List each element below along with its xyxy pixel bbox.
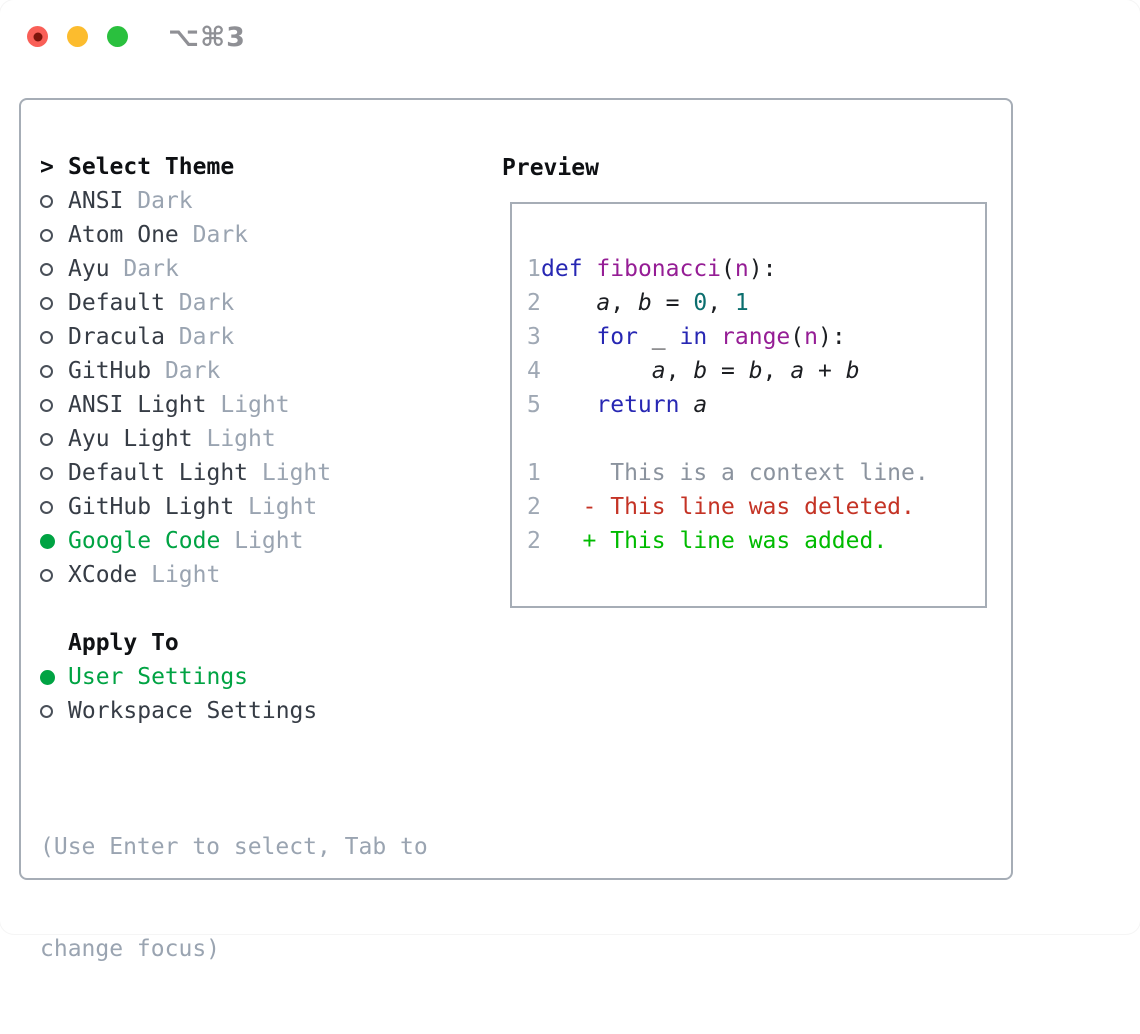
theme-item-dracula-dark[interactable]: Dracula Dark	[40, 320, 428, 354]
zoom-button[interactable]	[107, 26, 128, 47]
traffic-lights	[27, 26, 128, 47]
apply-to-header: Apply To	[40, 626, 428, 660]
radio-unselected-icon	[40, 262, 53, 276]
titlebar: ⌥⌘3	[0, 0, 1140, 74]
line-number: 5	[527, 392, 541, 418]
theme-item-default-dark[interactable]: Default Dark	[40, 286, 428, 320]
diff-added-line: 2 + This line was added.	[527, 524, 985, 558]
theme-item-ayu-dark[interactable]: Ayu Dark	[40, 252, 428, 286]
theme-variant-label	[123, 188, 137, 214]
theme-item-ansi-dark[interactable]: ANSI Dark	[40, 184, 428, 218]
code-line: 3 for _ in range(n):	[527, 320, 985, 354]
theme-item-github-dark[interactable]: GitHub Dark	[40, 354, 428, 388]
theme-picker-title: Select Theme	[68, 154, 235, 180]
line-number: 2	[527, 494, 541, 520]
radio-unselected-icon	[40, 228, 53, 242]
line-number: 2	[527, 528, 541, 554]
theme-picker: > Select Theme ANSI Dark Atom One Dark A…	[40, 150, 428, 1034]
minimize-button[interactable]	[67, 26, 88, 47]
preview-title: Preview	[502, 155, 599, 181]
code-line: 5 return a	[527, 388, 985, 422]
theme-item-github-light[interactable]: GitHub Light Light	[40, 490, 428, 524]
keyboard-hint-line2: change focus)	[40, 936, 221, 962]
radio-selected-icon	[40, 533, 55, 549]
radio-unselected-icon	[40, 398, 53, 412]
radio-unselected-icon	[40, 704, 53, 718]
line-number: 1	[527, 256, 541, 282]
diff-removed-line: 2 - This line was deleted.	[527, 490, 985, 524]
radio-unselected-icon	[40, 194, 53, 208]
close-button[interactable]	[27, 26, 48, 47]
apply-option-user-settings[interactable]: User Settings	[40, 660, 428, 694]
radio-unselected-icon	[40, 330, 53, 344]
theme-item-default-light[interactable]: Default Light Light	[40, 456, 428, 490]
radio-unselected-icon	[40, 466, 53, 480]
radio-unselected-icon	[40, 296, 53, 310]
selection-prompt-icon: >	[40, 154, 54, 180]
line-number: 3	[527, 324, 541, 350]
theme-item-google-code-light[interactable]: Google Code Light	[40, 524, 428, 558]
preview-box: 1 def fibonacci(n): 2 a, b = 0, 1 3 for …	[510, 202, 987, 608]
keyboard-hint-line1: (Use Enter to select, Tab to	[40, 834, 428, 860]
radio-unselected-icon	[40, 500, 53, 514]
radio-unselected-icon	[40, 364, 53, 378]
theme-item-xcode-light[interactable]: XCode Light	[40, 558, 428, 592]
window-title: ⌥⌘3	[168, 22, 246, 53]
keyboard-hint: (Use Enter to select, Tab to change focu…	[40, 762, 428, 1034]
unsaved-changes-dot-icon	[33, 32, 42, 41]
diff-context-line: 1 This is a context line.	[527, 456, 985, 490]
code-line: 4 a, b = b, a + b	[527, 354, 985, 388]
line-number: 4	[527, 358, 541, 384]
apply-to-title: Apply To	[68, 630, 179, 656]
settings-panel: > Select Theme ANSI Dark Atom One Dark A…	[19, 98, 1013, 962]
apply-option-workspace-settings[interactable]: Workspace Settings	[40, 694, 428, 728]
theme-item-atom-one-dark[interactable]: Atom One Dark	[40, 218, 428, 252]
radio-unselected-icon	[40, 432, 53, 446]
code-line: 1 def fibonacci(n):	[527, 252, 985, 286]
blank-line	[527, 422, 985, 456]
theme-item-ayu-light[interactable]: Ayu Light Light	[40, 422, 428, 456]
code-line: 2 a, b = 0, 1	[527, 286, 985, 320]
theme-picker-header: > Select Theme	[40, 150, 428, 184]
line-number: 1	[527, 460, 541, 486]
radio-selected-icon	[40, 669, 55, 685]
theme-item-ansi-light[interactable]: ANSI Light Light	[40, 388, 428, 422]
app-window: ⌥⌘3 > Select Theme ANSI Dark Atom One Da…	[0, 0, 1140, 962]
radio-unselected-icon	[40, 568, 53, 582]
line-number: 2	[527, 290, 541, 316]
